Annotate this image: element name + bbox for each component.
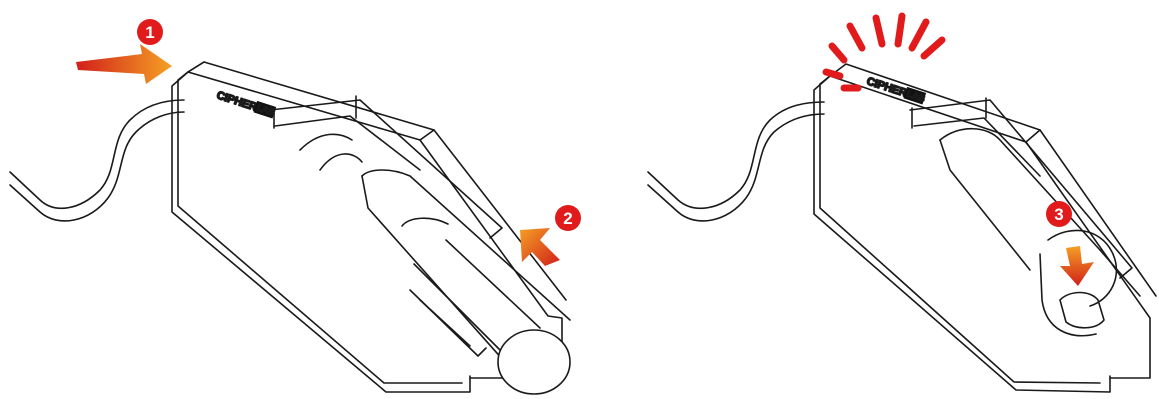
insert-arrow-right (76, 44, 172, 84)
power-cable (9, 99, 185, 222)
step-marker-3: 3 (1046, 201, 1072, 227)
indicator-led-glow (822, 12, 946, 92)
cradle-with-battery-left: CIPHER LAB (9, 44, 571, 395)
step-marker-2: 2 (555, 205, 581, 231)
battery-pack (299, 133, 571, 395)
svg-text:3: 3 (1054, 205, 1063, 224)
svg-text:CIPHER: CIPHER (215, 89, 258, 113)
step-marker-1: 1 (137, 19, 163, 45)
svg-text:1: 1 (145, 23, 154, 42)
svg-text:2: 2 (563, 209, 572, 228)
press-arrow-down (1060, 246, 1094, 286)
power-cable-right (647, 101, 825, 222)
cradle-charging-right: CIPHER LAB (647, 63, 1157, 393)
cradle-body (171, 61, 567, 393)
push-arrow-up-left (520, 228, 560, 266)
cradle-body-right (813, 63, 1157, 393)
